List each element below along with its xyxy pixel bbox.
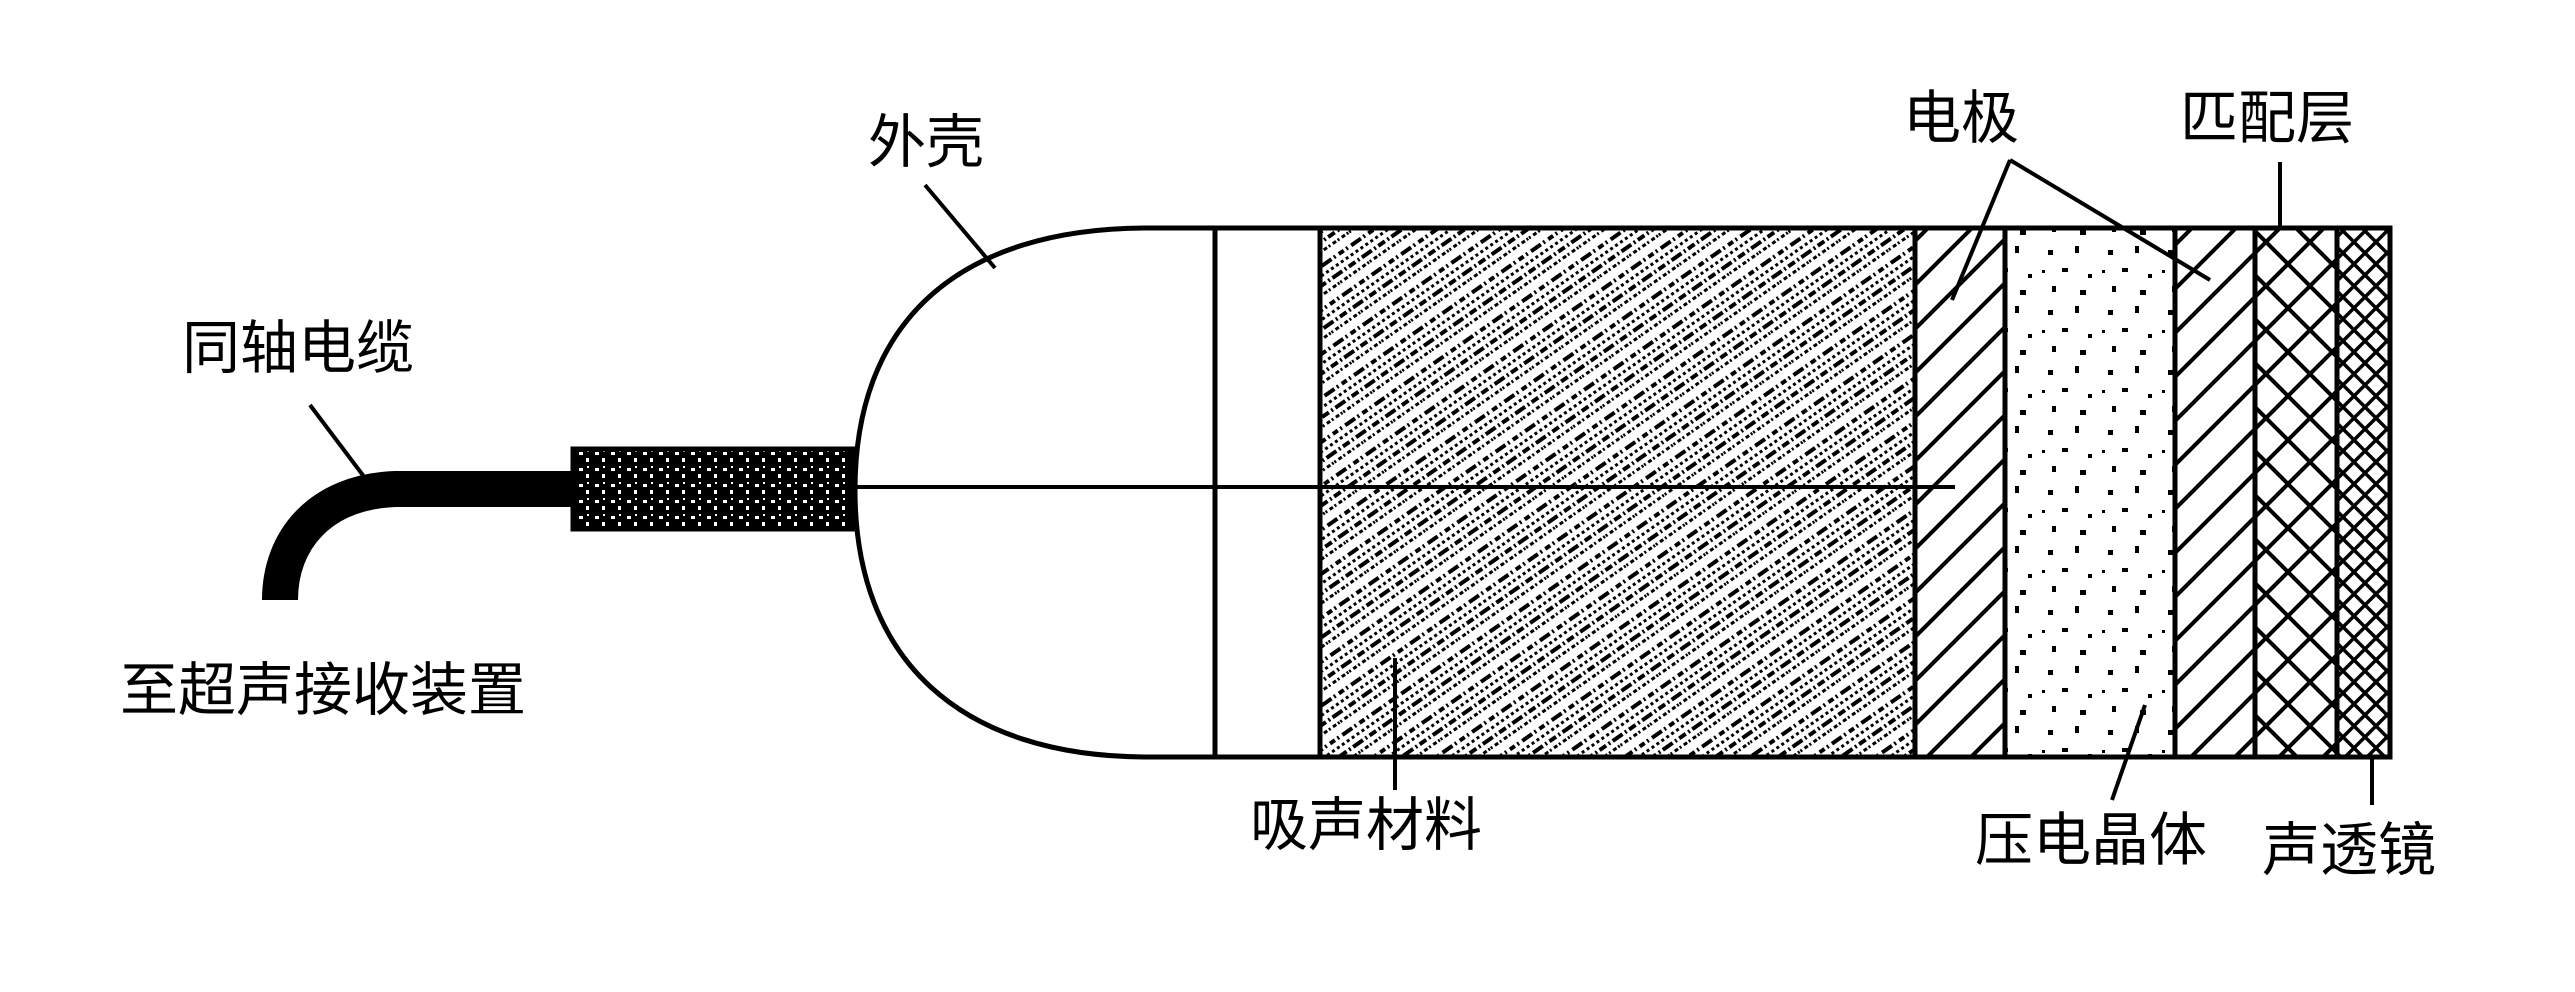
matching-layer-block bbox=[2252, 225, 2340, 760]
acoustic-lens-block bbox=[2334, 225, 2393, 760]
label-acoustic-lens: 声透镜 bbox=[2262, 816, 2436, 884]
leader-electrode-2 bbox=[2008, 158, 2212, 282]
coax-cable bbox=[262, 471, 573, 601]
label-to-receiver: 至超声接收装置 bbox=[120, 656, 526, 724]
electrode-front bbox=[2172, 225, 2258, 760]
label-piezo-crystal: 压电晶体 bbox=[1975, 806, 2207, 874]
label-shell: 外壳 bbox=[868, 108, 984, 176]
label-coax-cable: 同轴电缆 bbox=[182, 314, 414, 382]
label-absorber: 吸声材料 bbox=[1250, 791, 1482, 859]
cable-connector bbox=[570, 446, 856, 532]
leader-piezo bbox=[2110, 704, 2147, 801]
leader-electrode-1 bbox=[1950, 159, 2012, 301]
electrode-back bbox=[1912, 225, 2008, 760]
label-electrode: 电极 bbox=[1903, 84, 2019, 152]
leader-coax bbox=[308, 403, 367, 480]
piezo-crystal-block bbox=[2002, 225, 2178, 760]
label-matching-layer: 匹配层 bbox=[2180, 84, 2354, 152]
shell-outline bbox=[852, 225, 1149, 760]
leader-shell bbox=[923, 183, 997, 270]
absorber-block bbox=[1317, 225, 1918, 760]
